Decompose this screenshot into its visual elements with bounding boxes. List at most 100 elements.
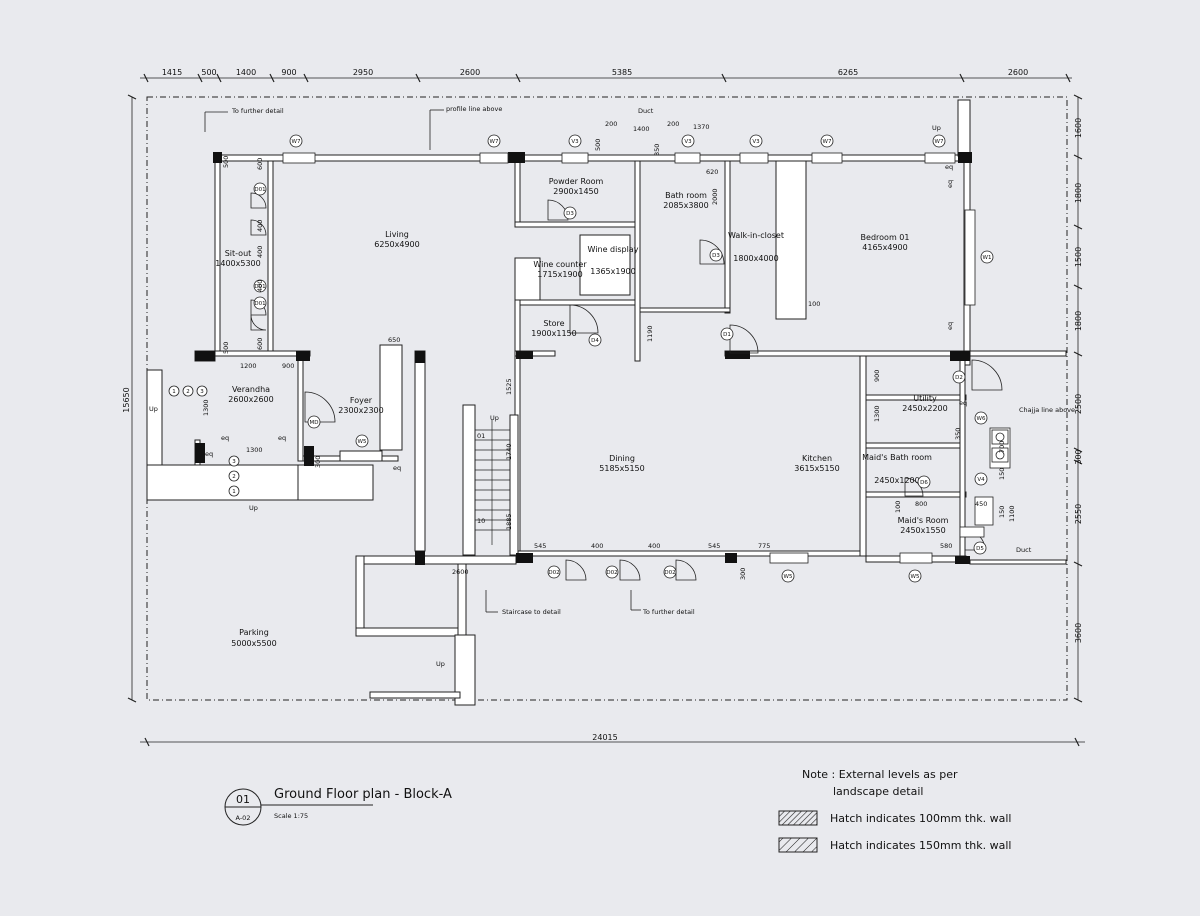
svg-text:eq: eq (946, 322, 954, 330)
hatch-100-label: Hatch indicates 100mm thk. wall (830, 812, 1011, 825)
room-size-dining: 5185x5150 (599, 464, 644, 473)
svg-text:2000: 2000 (711, 188, 719, 205)
door-tag: D5 (973, 541, 987, 555)
svg-text:500: 500 (222, 156, 230, 168)
annotations: To further detail profile line above Duc… (149, 105, 1075, 668)
note-line-1: Note : External levels as per (802, 768, 958, 781)
room-size-wine-display: 1365x1900 (590, 267, 635, 276)
svg-text:eq: eq (946, 180, 954, 188)
window-tag: W7 (932, 134, 946, 148)
svg-text:W5: W5 (784, 574, 793, 580)
room-name-sitout: Sit-out (225, 249, 252, 258)
svg-text:200: 200 (605, 120, 617, 128)
svg-text:1600: 1600 (1074, 118, 1083, 138)
svg-text:D01: D01 (254, 301, 265, 307)
room-name-maid-room: Maid's Room (898, 516, 949, 525)
door-tag: D02 (605, 565, 619, 579)
svg-text:eq: eq (959, 399, 967, 407)
title-block: 01 A-02 Ground Floor plan - Block-A Scal… (224, 787, 452, 826)
room-name-verandha: Verandha (232, 385, 270, 394)
room-size-maid-bath: 2450x1200 (874, 476, 919, 485)
svg-text:400: 400 (256, 280, 264, 292)
svg-text:900: 900 (873, 370, 881, 382)
svg-text:Duct: Duct (638, 107, 654, 115)
door-tag: D3 (709, 248, 723, 262)
window-tag: V3 (681, 134, 695, 148)
hatch-150-label: Hatch indicates 150mm thk. wall (830, 839, 1011, 852)
svg-text:620: 620 (706, 168, 718, 176)
svg-text:eq: eq (221, 434, 229, 442)
svg-text:2: 2 (186, 389, 190, 395)
svg-text:D5: D5 (976, 546, 984, 552)
svg-text:V3: V3 (684, 139, 692, 145)
room-name-closet: Walk-in-closet (728, 231, 784, 240)
svg-text:1400: 1400 (633, 125, 650, 133)
room-name-wine-counter: Wine counter (533, 260, 587, 269)
room-name-foyer: Foyer (350, 396, 373, 405)
svg-text:2550: 2550 (1074, 504, 1083, 524)
room-name-wine-display: Wine display (588, 245, 639, 254)
svg-text:775: 775 (758, 542, 770, 550)
room-name-dining: Dining (609, 454, 635, 463)
svg-text:D4: D4 (591, 338, 599, 344)
svg-text:eq: eq (278, 434, 286, 442)
svg-text:1300: 1300 (246, 446, 263, 454)
window-tag: W6 (974, 411, 988, 425)
drawing-number: 01 (236, 793, 250, 806)
svg-text:D01: D01 (254, 284, 265, 290)
room-size-store: 1900x1150 (531, 329, 576, 338)
room-name-store: Store (543, 319, 564, 328)
svg-text:profile line above: profile line above (446, 105, 502, 113)
dim-text: 1415 (162, 68, 182, 77)
svg-text:W7: W7 (490, 139, 499, 145)
door-tag: MD (307, 415, 321, 429)
dimension-lines (131, 77, 1085, 743)
dim-text: 5385 (612, 68, 632, 77)
svg-text:350: 350 (653, 144, 661, 156)
svg-text:1300: 1300 (873, 405, 881, 422)
room-name-utility: Utility (913, 394, 937, 403)
svg-text:Up: Up (490, 414, 499, 422)
svg-text:Chajja line above: Chajja line above (1019, 406, 1075, 414)
svg-text:Up: Up (932, 124, 941, 132)
window-tag: W5 (781, 569, 795, 583)
svg-text:D02: D02 (548, 570, 559, 576)
svg-text:1500: 1500 (1074, 247, 1083, 267)
svg-text:D6: D6 (920, 480, 928, 486)
room-name-parking: Parking (239, 628, 269, 637)
svg-text:545: 545 (534, 542, 546, 550)
svg-text:V3: V3 (752, 139, 760, 145)
svg-text:Staircase to detail: Staircase to detail (502, 608, 561, 616)
svg-text:D01: D01 (254, 187, 265, 193)
dim-text: 500 (201, 68, 216, 77)
svg-text:545: 545 (708, 542, 720, 550)
room-name-maid-bath: Maid's Bath room (862, 453, 932, 462)
svg-text:600: 600 (256, 338, 264, 350)
room-size-wine-counter: 1715x1900 (537, 270, 582, 279)
top-dimensions: 1415 500 1400 900 2950 2600 5385 6265 26… (162, 68, 1028, 77)
svg-text:1190: 1190 (646, 325, 654, 342)
note-line-2: landscape detail (833, 785, 923, 798)
door-tag: D01 (253, 296, 267, 310)
svg-text:500: 500 (594, 139, 602, 151)
svg-text:D2: D2 (955, 375, 963, 381)
svg-text:600: 600 (256, 158, 264, 170)
room-size-closet: 1800x4000 (733, 254, 778, 263)
window-tag: V3 (749, 134, 763, 148)
svg-text:1800: 1800 (1074, 183, 1083, 203)
svg-text:W1: W1 (983, 255, 992, 261)
svg-text:10: 10 (477, 517, 485, 525)
window-tag: V3 (568, 134, 582, 148)
staircase (475, 420, 510, 545)
door-tag: D6 (917, 475, 931, 489)
svg-text:1100: 1100 (1008, 505, 1016, 522)
right-dimensions: 1600 1800 1500 1800 2500 300 2550 3600 (1074, 118, 1083, 643)
svg-text:900: 900 (282, 362, 294, 370)
inner-dimensions: 500 600 400 400 400 600 500 1200 900 650… (202, 120, 1016, 580)
room-size-verandha: 2600x2600 (228, 395, 273, 404)
svg-text:eq: eq (205, 450, 213, 458)
svg-text:MD: MD (310, 420, 319, 426)
room-name-kitchen: Kitchen (802, 454, 832, 463)
svg-text:2500: 2500 (1074, 394, 1083, 414)
svg-text:D02: D02 (664, 570, 675, 576)
